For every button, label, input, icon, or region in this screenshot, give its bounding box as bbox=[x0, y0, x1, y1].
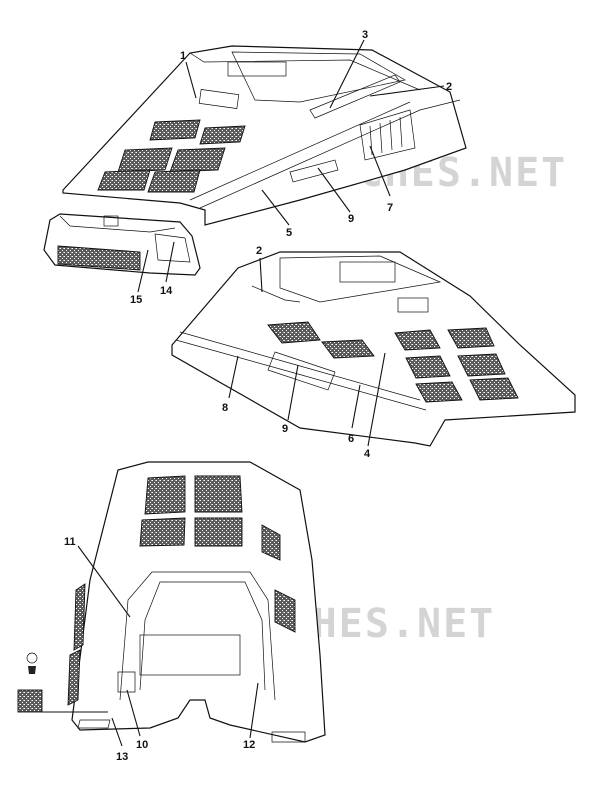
callout-1: 1 bbox=[180, 50, 186, 62]
callout-6: 6 bbox=[348, 433, 354, 445]
callout-labels: 1 3 2 9 7 5 15 14 2 8 9 6 4 11 10 12 13 bbox=[64, 29, 452, 763]
front-grille-panel bbox=[43, 213, 201, 276]
fastener-parts bbox=[17, 652, 108, 713]
leader-lines bbox=[77, 39, 445, 747]
hood-middle-view bbox=[171, 251, 576, 447]
callout-13: 13 bbox=[116, 751, 128, 763]
callout-7: 7 bbox=[387, 202, 393, 214]
callout-4: 4 bbox=[364, 448, 371, 460]
callout-2-top: 2 bbox=[446, 81, 452, 93]
callout-15: 15 bbox=[130, 294, 142, 306]
hood-top-view bbox=[62, 45, 467, 226]
callout-5: 5 bbox=[286, 227, 292, 239]
callout-12: 12 bbox=[243, 739, 255, 751]
callout-8: 8 bbox=[222, 402, 228, 414]
callout-9-middle: 9 bbox=[282, 423, 288, 435]
hood-bottom-view bbox=[67, 461, 326, 743]
callout-14: 14 bbox=[160, 285, 173, 297]
callout-9-top: 9 bbox=[348, 213, 354, 225]
callout-2-middle: 2 bbox=[256, 245, 262, 257]
callout-10: 10 bbox=[136, 739, 148, 751]
callout-3: 3 bbox=[362, 29, 368, 41]
callout-11: 11 bbox=[64, 536, 76, 548]
